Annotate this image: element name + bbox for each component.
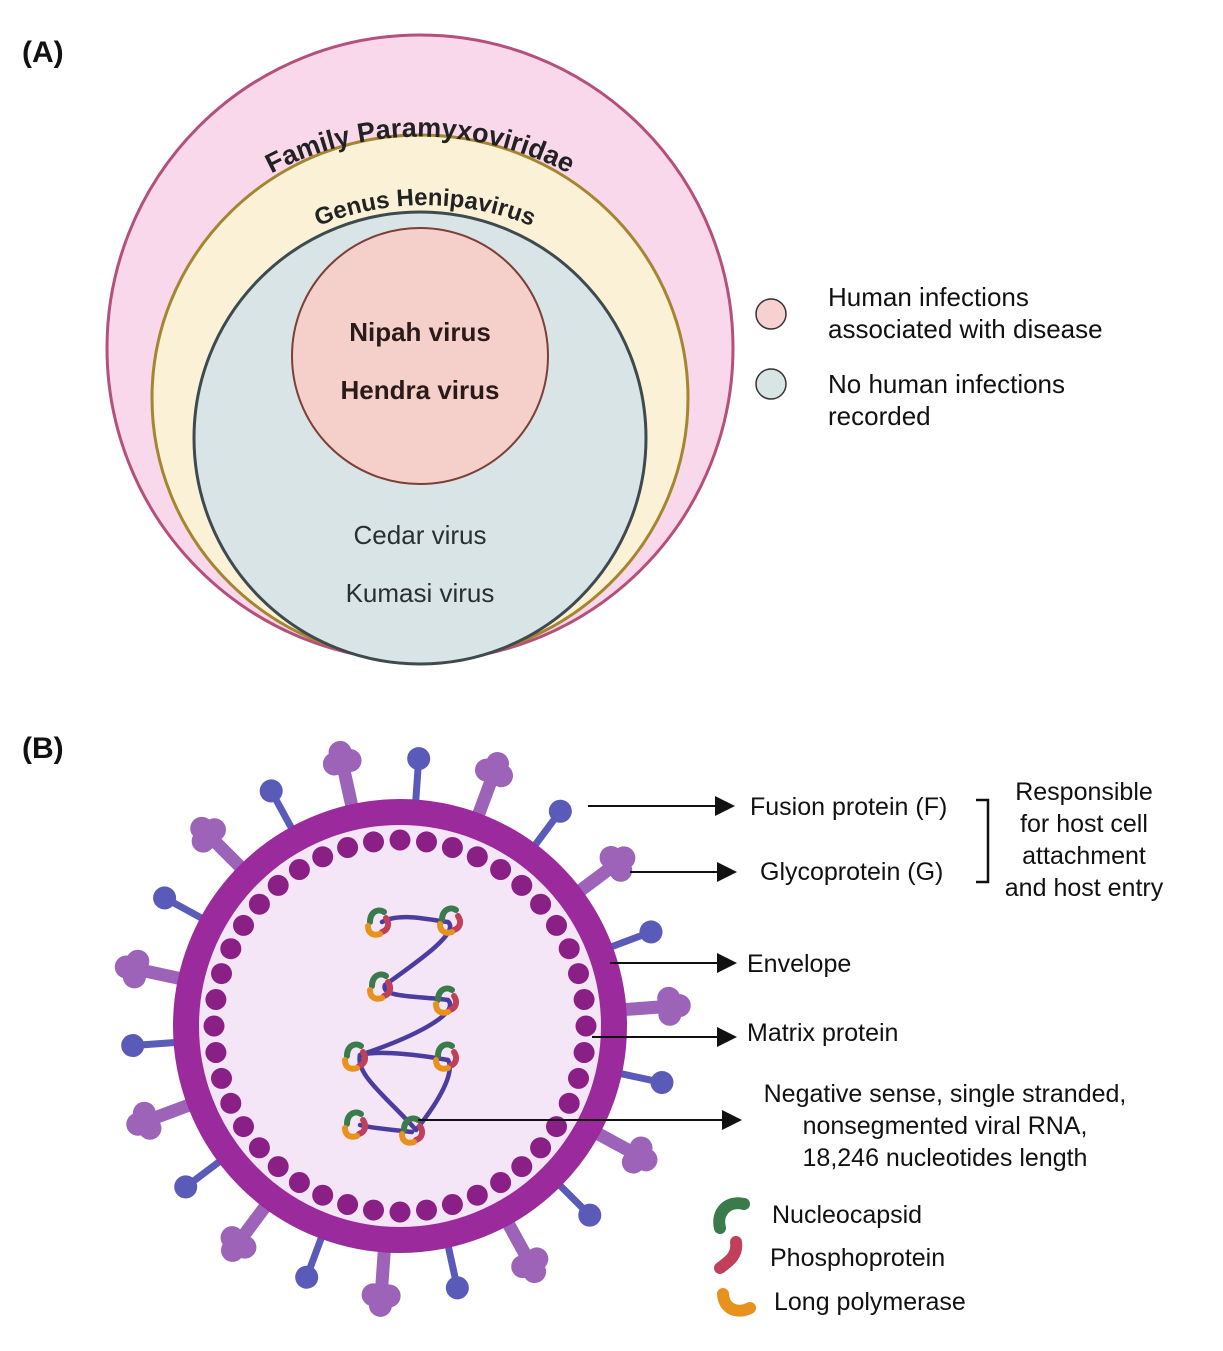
- matrix-protein-dot: [573, 1042, 595, 1063]
- matrix-protein-dot: [466, 1184, 488, 1206]
- matrix-protein-dot: [546, 914, 567, 936]
- matrix-protein-dot: [337, 837, 359, 858]
- legend-human-line2: associated with disease: [828, 314, 1103, 344]
- label-envelope: Envelope: [747, 950, 851, 978]
- matrix-protein-dot: [248, 893, 270, 915]
- label-glycoprotein: Glycoprotein (G): [760, 858, 943, 886]
- bracket-line4: and host entry: [1005, 874, 1164, 902]
- long-polymerase-icon: [717, 1288, 756, 1317]
- matrix-protein-dot: [248, 1137, 270, 1159]
- legend-nonhuman-line1: No human infections: [828, 369, 1065, 399]
- label-rna-line3: 18,246 nucleotides length: [803, 1144, 1088, 1172]
- rnp-cluster: [433, 1041, 460, 1072]
- matrix-protein-dot: [220, 938, 242, 960]
- ribonucleoprotein-complexes: [342, 905, 464, 1146]
- panel-a-label: (A): [22, 36, 64, 69]
- matrix-protein-dot: [211, 1067, 232, 1089]
- matrix-protein-dot: [575, 1015, 597, 1037]
- legend-phosphoprotein: Phosphoprotein: [770, 1244, 945, 1272]
- fusion-protein-spike: [112, 946, 187, 998]
- matrix-protein-dot: [337, 1194, 359, 1215]
- matrix-protein-dot: [267, 1156, 289, 1178]
- virus-hendra: Hendra virus: [341, 375, 500, 405]
- matrix-protein-dot: [288, 1172, 310, 1193]
- legend-long-polymerase: Long polymerase: [774, 1288, 966, 1316]
- legend-nonhuman-swatch: [755, 368, 787, 400]
- legend-human-line1: Human infections: [828, 282, 1029, 312]
- nucleocapsid-icon: [713, 1197, 750, 1234]
- matrix-protein-dot: [389, 1201, 411, 1223]
- rnp-cluster: [367, 971, 394, 1002]
- matrix-protein-dot: [558, 1092, 580, 1114]
- matrix-protein-dot: [490, 1172, 512, 1193]
- label-matrix-protein: Matrix protein: [747, 1019, 898, 1047]
- virus-kumasi: Kumasi virus: [346, 578, 495, 608]
- matrix-protein-dot: [511, 1156, 533, 1178]
- label-rna-line2: nonsegmented viral RNA,: [803, 1112, 1088, 1140]
- matrix-protein-dot: [441, 1194, 463, 1215]
- virus-nipah: Nipah virus: [349, 317, 491, 347]
- matrix-protein-dot: [211, 963, 232, 985]
- fusion-protein-spike: [620, 986, 692, 1029]
- matrix-protein-dot: [558, 938, 580, 960]
- matrix-protein-dot: [203, 1015, 225, 1037]
- rnp-cluster: [342, 1041, 369, 1072]
- matrix-protein-dot: [530, 893, 552, 915]
- bracket-line1: Responsible: [1015, 778, 1153, 806]
- matrix-protein-layer: [203, 829, 597, 1223]
- legend-nucleocapsid: Nucleocapsid: [772, 1201, 922, 1229]
- virus-cedar: Cedar virus: [354, 520, 487, 550]
- matrix-protein-dot: [220, 1092, 242, 1114]
- matrix-protein-dot: [233, 914, 254, 936]
- rnp-cluster: [433, 985, 460, 1016]
- matrix-protein-dot: [205, 1042, 227, 1063]
- glycoprotein-spike: [615, 1062, 675, 1096]
- matrix-protein-dot: [466, 846, 488, 868]
- matrix-protein-dot: [568, 963, 589, 985]
- matrix-protein-dot: [546, 1116, 567, 1138]
- human-circle: [291, 227, 549, 485]
- matrix-protein-dot: [573, 989, 595, 1010]
- legend-human-swatch: [755, 298, 787, 330]
- matrix-protein-dot: [441, 837, 463, 858]
- matrix-protein-dot: [416, 831, 437, 853]
- glycoprotein-spike: [437, 1241, 471, 1301]
- matrix-protein-dot: [530, 1137, 552, 1159]
- annotation-arrows: [418, 796, 990, 1130]
- viral-envelope: [173, 799, 627, 1253]
- fusion-protein-spike: [361, 1246, 404, 1317]
- rnp-cluster: [399, 1115, 426, 1146]
- label-fusion-protein: Fusion protein (F): [750, 793, 947, 821]
- rnp-cluster: [342, 1109, 369, 1140]
- matrix-protein-dot: [389, 829, 411, 851]
- matrix-protein-dot: [267, 874, 289, 896]
- matrix-protein-dot: [312, 846, 334, 868]
- label-rna-line1: Negative sense, single stranded,: [764, 1080, 1127, 1108]
- matrix-protein-dot: [205, 989, 227, 1010]
- phosphoprotein-icon: [714, 1236, 743, 1274]
- bracket-line3: attachment: [1022, 842, 1146, 870]
- matrix-protein-dot: [416, 1199, 437, 1221]
- matrix-protein-dot: [363, 1199, 384, 1221]
- panel-b-label: (B): [22, 732, 64, 765]
- matrix-protein-dot: [568, 1067, 589, 1089]
- legend-nonhuman-line2: recorded: [828, 401, 931, 431]
- rnp-cluster: [365, 907, 392, 938]
- glycoprotein-spike: [405, 747, 431, 805]
- matrix-protein-dot: [312, 1184, 334, 1206]
- matrix-protein-dot: [288, 859, 310, 880]
- matrix-protein-dot: [511, 874, 533, 896]
- matrix-protein-dot: [233, 1116, 254, 1138]
- matrix-protein-dot: [490, 859, 512, 880]
- bracket-line2: for host cell: [1020, 810, 1148, 838]
- fusion-protein-spike: [319, 738, 371, 814]
- glycoprotein-spike: [121, 1031, 179, 1057]
- rnp-cluster: [437, 905, 464, 936]
- matrix-protein-dot: [363, 831, 384, 853]
